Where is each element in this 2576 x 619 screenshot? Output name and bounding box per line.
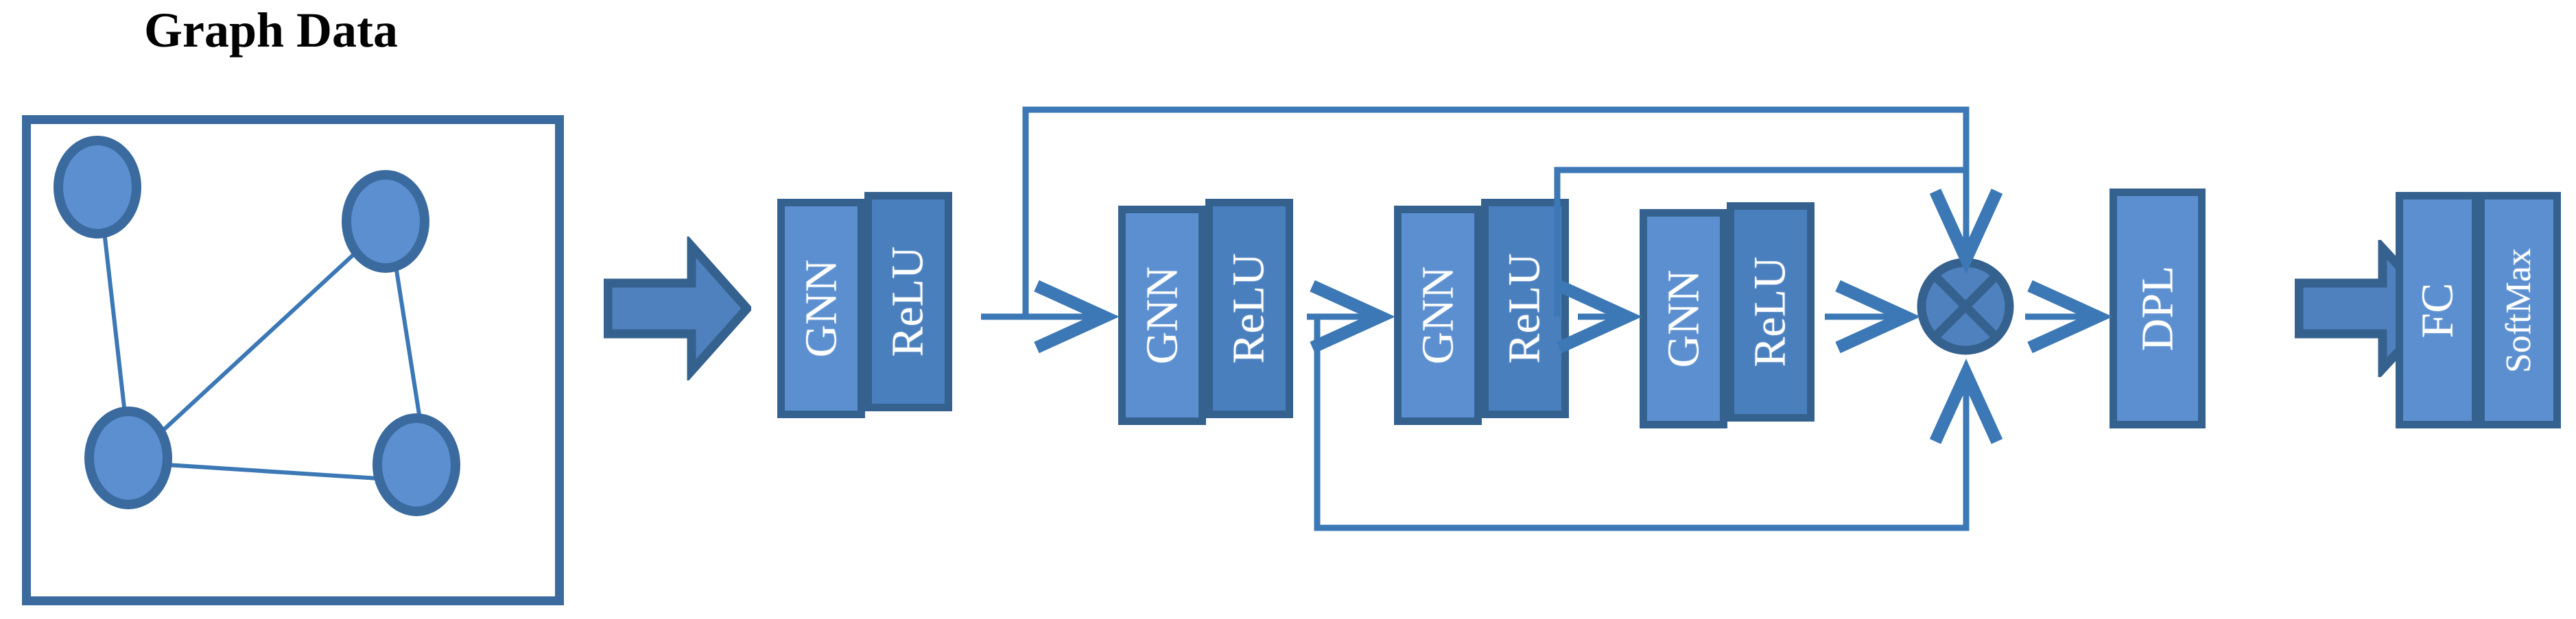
dpl-label: DPL bbox=[2132, 265, 2182, 352]
relu-panel[interactable]: ReLU bbox=[1481, 199, 1569, 418]
softmax-panel[interactable]: SoftMax bbox=[2477, 192, 2561, 428]
gnn-label: GNN bbox=[1413, 266, 1463, 365]
dpl-panel[interactable]: DPL bbox=[2110, 189, 2206, 428]
input-block-arrow-icon bbox=[604, 236, 751, 380]
multiply-operator-icon[interactable] bbox=[1914, 255, 2017, 358]
gnn-panel[interactable]: GNN bbox=[1118, 206, 1206, 425]
relu-panel[interactable]: ReLU bbox=[1205, 199, 1293, 418]
gnn-relu-block-4[interactable]: GNN ReLU bbox=[1640, 202, 1815, 428]
gnn-label: GNN bbox=[1137, 266, 1187, 365]
page-title: Graph Data bbox=[144, 3, 399, 58]
gnn-panel[interactable]: GNN bbox=[1394, 206, 1482, 425]
gnn-panel[interactable]: GNN bbox=[777, 199, 865, 418]
fc-panel[interactable]: FC bbox=[2396, 192, 2479, 428]
gnn-panel[interactable]: GNN bbox=[1640, 209, 1727, 428]
gnn-label: GNN bbox=[1658, 269, 1708, 368]
gnn-label: GNN bbox=[796, 259, 846, 358]
dpl-block[interactable]: DPL bbox=[2110, 189, 2206, 428]
relu-label: ReLU bbox=[883, 246, 934, 357]
graph-data-box bbox=[22, 115, 564, 605]
gnn-relu-block-3[interactable]: GNN ReLU bbox=[1394, 199, 1569, 425]
gnn-relu-block-2[interactable]: GNN ReLU bbox=[1118, 199, 1293, 425]
relu-panel[interactable]: ReLU bbox=[864, 192, 952, 411]
relu-panel[interactable]: ReLU bbox=[1727, 202, 1815, 422]
gnn-relu-block-1[interactable]: GNN ReLU bbox=[777, 192, 952, 418]
fc-label: FC bbox=[2411, 282, 2462, 338]
relu-label: ReLU bbox=[1500, 253, 1550, 364]
fc-softmax-block[interactable]: FC SoftMax bbox=[2396, 192, 2561, 428]
softmax-label: SoftMax bbox=[2499, 247, 2538, 373]
relu-label: ReLU bbox=[1224, 253, 1275, 364]
relu-label: ReLU bbox=[1745, 256, 1796, 367]
